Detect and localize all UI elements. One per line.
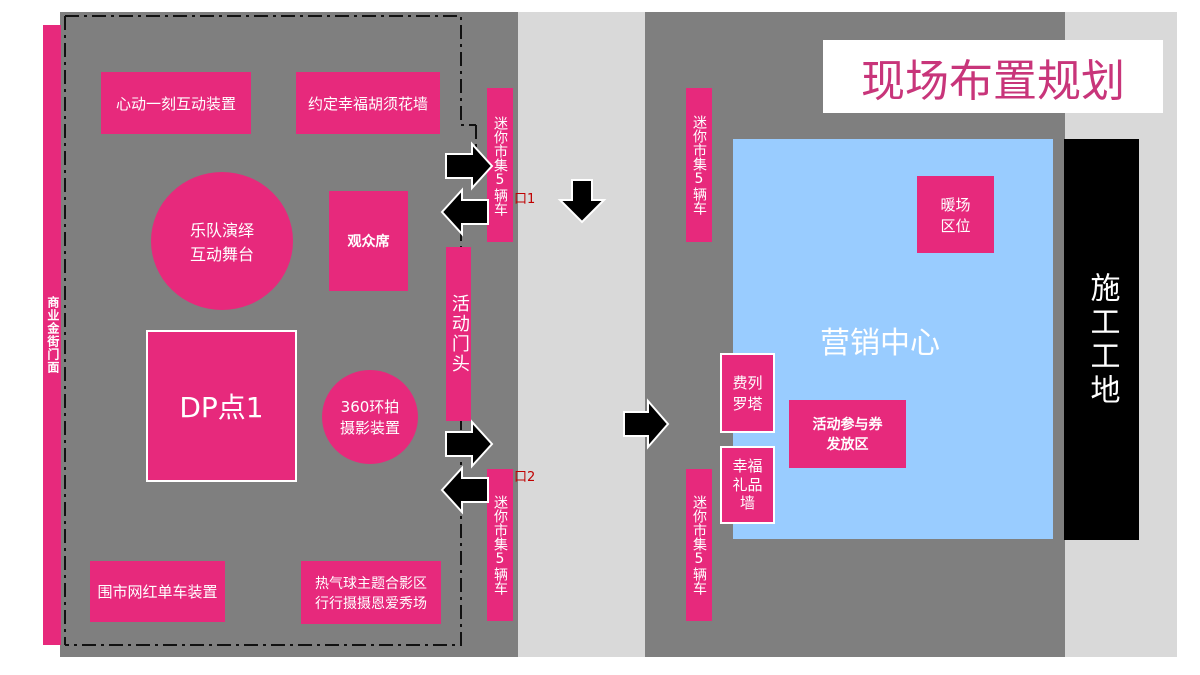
commercial-street-strip: 商业金街门面 [43, 25, 61, 645]
audience-label: 观众席 [347, 234, 390, 250]
entrance-1-label: 口1 [514, 192, 536, 207]
gift-wall-zone: 幸福礼品墙 [720, 446, 775, 524]
arrow-right-icon [445, 141, 494, 191]
band-stage-zone: 乐队演绎 互动舞台 [151, 172, 293, 310]
marketing-center-label: 营销中心 [820, 326, 940, 361]
band-stage-label-2: 互动舞台 [189, 245, 254, 264]
dp-point-label: DP点1 [179, 391, 264, 424]
ferrero-label-1: 费列 [732, 374, 763, 392]
commercial-street-label: 商业金街门面 [45, 296, 60, 374]
mini-market-label: 迷你市集5辆车 [691, 115, 707, 215]
gift-wall-label: 幸福礼品墙 [732, 456, 763, 513]
ferrero-label-2: 罗塔 [732, 395, 763, 413]
dp-point-zone: DP点1 [146, 330, 297, 482]
arrow-down-icon [557, 179, 607, 224]
mini-market-label: 迷你市集5辆车 [492, 495, 508, 595]
mini-market-top-right: 迷你市集5辆车 [686, 88, 712, 242]
photo-360-zone: 360环拍 摄影装置 [322, 370, 418, 464]
balloon-zone: 热气球主题合影区 行行摄摄恩爱秀场 [301, 561, 441, 624]
photo-360-label-2: 摄影装置 [339, 419, 400, 437]
audience-zone: 观众席 [329, 191, 408, 291]
balloon-label-2: 行行摄摄恩爱秀场 [315, 595, 427, 612]
heart-moment-zone: 心动一刻互动装置 [101, 72, 251, 134]
arrow-left-icon [440, 187, 489, 237]
beard-wall-zone: 约定幸福胡须花墙 [296, 72, 440, 134]
beard-wall-label: 约定幸福胡须花墙 [307, 94, 428, 113]
activity-gate: 活动门头 [446, 247, 471, 421]
mini-market-label: 迷你市集5辆车 [492, 116, 508, 216]
entrance-2-label: 口2 [514, 470, 536, 485]
coupon-label-1: 活动参与券 [812, 417, 883, 433]
construction-site: 施工工地 [1064, 139, 1139, 540]
construction-label: 施工工地 [1084, 271, 1120, 408]
balloon-label-1: 热气球主题合影区 [315, 575, 427, 592]
mini-market-bottom-right: 迷你市集5辆车 [686, 469, 712, 621]
activity-gate-label: 活动门头 [448, 294, 470, 374]
heart-moment-label: 心动一刻互动装置 [115, 94, 236, 113]
ferrero-zone: 费列 罗塔 [720, 353, 775, 433]
warm-area-label-2: 区位 [940, 216, 971, 235]
warm-area-label-1: 暖场 [940, 195, 971, 214]
mini-market-label: 迷你市集5辆车 [691, 495, 707, 595]
photo-360-label-1: 360环拍 [340, 398, 400, 416]
warm-area-zone: 暖场 区位 [917, 176, 994, 253]
bike-zone: 围市网红单车装置 [90, 561, 225, 622]
mini-market-top-left: 迷你市集5辆车 [487, 88, 513, 242]
title-box: 现场布置规划 [823, 40, 1163, 113]
bike-label: 围市网红单车装置 [97, 583, 218, 601]
arrow-right-icon [623, 398, 670, 450]
marketing-center [733, 139, 1053, 539]
coupon-label-2: 发放区 [826, 437, 869, 453]
coupon-zone: 活动参与券 发放区 [789, 400, 906, 468]
arrow-left-icon [440, 465, 489, 515]
page-title: 现场布置规划 [861, 55, 1125, 107]
mini-market-bottom-left: 迷你市集5辆车 [487, 469, 513, 621]
arrow-right-icon [445, 419, 494, 469]
road [518, 12, 645, 657]
band-stage-label-1: 乐队演绎 [189, 221, 254, 240]
